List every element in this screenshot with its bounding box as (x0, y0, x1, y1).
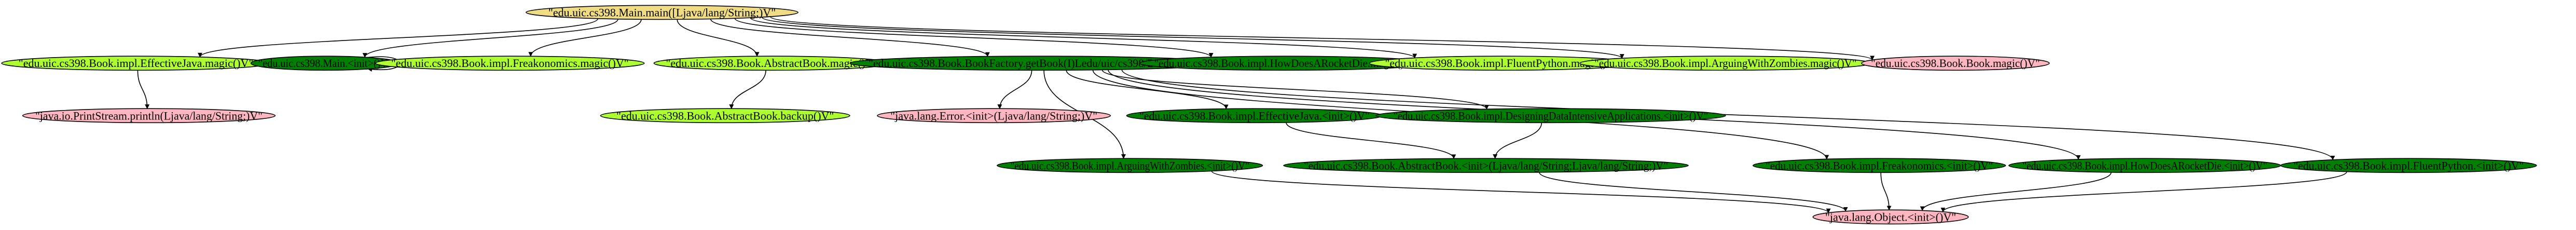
node-backup-shape (600, 108, 850, 124)
node-fluent_init-shape (2280, 158, 2537, 173)
node-zombies_init-shape (997, 158, 1263, 173)
edge-main-to-main_init (362, 19, 618, 58)
node-object_init: "java.lang.Object.<init>()V" (1812, 209, 1969, 225)
node-abstract_magic-label: "edu.uic.cs398.Book.AbstractBook.magic()… (666, 57, 878, 70)
edge-main-to-effjava_magic (198, 18, 599, 58)
node-effjava_magic-label: "edu.uic.cs398.Book.impl.EffectiveJava.m… (19, 57, 254, 70)
node-freako_magic: "edu.uic.cs398.Book.impl.Freakonomics.ma… (375, 56, 645, 71)
node-main_init: "edu.uic.cs398.Main.<init>()V" (250, 56, 401, 71)
edge-main-to-factory (710, 19, 990, 57)
edge-hdtd_init-to-object_init (1920, 172, 2112, 211)
node-abstract_magic: "edu.uic.cs398.Book.AbstractBook.magic()… (653, 56, 891, 71)
node-abstract_init: "edu.uic.cs398.Book.AbstractBook.<init>(… (1283, 158, 1689, 173)
node-freako_magic-label: "edu.uic.cs398.Book.impl.Freakonomics.ma… (391, 57, 629, 70)
node-hdtd_init-label: "edu.uic.cs398.Book.impl.HowDoesARocketD… (2022, 159, 2267, 172)
edge-freako_init-to-object_init (1880, 172, 1892, 211)
node-book_magic: "edu.uic.cs398.Book.Book.magic()V" (1861, 56, 2050, 71)
node-backup: "edu.uic.cs398.Book.AbstractBook.backup(… (600, 108, 850, 124)
edge-factory-to-effjava_init (1066, 70, 1229, 110)
node-object_init-shape (1812, 209, 1969, 225)
node-hdtd_init: "edu.uic.cs398.Book.impl.HowDoesARocketD… (2008, 158, 2281, 173)
edge-factory-to-error_init (997, 70, 1032, 110)
node-freako_init-shape (1753, 158, 2006, 173)
edge-zombies_init-to-object_init (1211, 170, 1831, 213)
node-zombies_init-label: "edu.uic.cs398.Book.impl.ArguingWithZomb… (1010, 159, 1249, 172)
nodes-layer: "edu.uic.cs398.Main.main([Ljava/lang/Str… (1, 5, 2537, 225)
edge-main-to-abstract_magic (677, 19, 760, 57)
node-book_magic-label: "edu.uic.cs398.Book.Book.magic()V" (1871, 57, 2040, 70)
edge-fluent_init-to-object_init (1940, 171, 2347, 212)
node-book_magic-shape (1861, 56, 2050, 71)
node-zombies_magic-label: "edu.uic.cs398.Book.impl.ArguingWithZomb… (1594, 57, 1856, 70)
node-main: "edu.uic.cs398.Main.main([Ljava/lang/Str… (526, 5, 798, 20)
edge-ddia_init-to-abstract_init (1493, 123, 1542, 159)
edge-main-to-fluent_magic (750, 17, 1417, 59)
node-zombies_magic: "edu.uic.cs398.Book.impl.ArguingWithZomb… (1579, 56, 1872, 71)
node-main-label: "edu.uic.cs398.Main.main([Ljava/lang/Str… (548, 6, 776, 19)
node-freako_init-label: "edu.uic.cs398.Book.impl.Freakonomics.<i… (1766, 159, 1993, 172)
node-backup-label: "edu.uic.cs398.Book.AbstractBook.backup(… (616, 109, 834, 122)
edge-factory-to-fluent_init (1121, 69, 2335, 160)
node-error_init-label: "java.lang.Error.<init>(Ljava/lang/Strin… (890, 109, 1097, 122)
node-effjava_init: "edu.uic.cs398.Book.impl.EffectiveJava.<… (1126, 108, 1383, 124)
edge-abstract_init-to-object_init (1539, 172, 1848, 212)
node-factory: "edu.uic.cs398.Book.BookFactory.getBook(… (849, 56, 1226, 71)
edge-main-to-freako_magic (528, 19, 642, 57)
node-freako_init: "edu.uic.cs398.Book.impl.Freakonomics.<i… (1753, 158, 2006, 173)
node-effjava_init-label: "edu.uic.cs398.Book.impl.EffectiveJava.<… (1139, 109, 1370, 122)
node-abstract_init-shape (1283, 158, 1689, 173)
edge-main-to-zombies_magic (761, 17, 1624, 59)
node-freako_magic-shape (375, 56, 645, 71)
node-main-shape (526, 5, 798, 20)
node-println: "java.io.PrintStream.println(Ljava/lang/… (22, 108, 276, 124)
edge-effjava_init-to-abstract_init (1286, 122, 1456, 159)
node-object_init-label: "java.lang.Object.<init>()V" (1825, 210, 1956, 223)
node-zombies_init: "edu.uic.cs398.Book.impl.ArguingWithZomb… (997, 158, 1263, 173)
node-ddia_init-label: "edu.uic.cs398.Book.impl.DesigningDataIn… (1394, 109, 1709, 122)
node-fluent_init-label: "edu.uic.cs398.Book.impl.FluentPython.<i… (2294, 159, 2524, 172)
node-ddia_init: "edu.uic.cs398.Book.impl.DesigningDataIn… (1375, 108, 1726, 124)
edge-effjava_magic-to-println (137, 70, 150, 110)
node-error_init: "java.lang.Error.<init>(Ljava/lang/Strin… (877, 108, 1111, 124)
edge-main-to-hdtd_magic (734, 18, 1214, 58)
edge-abstract_magic-to-backup (729, 70, 766, 110)
node-effjava_magic: "edu.uic.cs398.Book.impl.EffectiveJava.m… (1, 56, 271, 71)
node-main_init-label: "edu.uic.cs398.Main.<init>()V" (258, 57, 392, 70)
node-abstract_init-label: "edu.uic.cs398.Book.AbstractBook.<init>(… (1304, 159, 1668, 172)
node-error_init-shape (877, 108, 1111, 124)
edge-factory-to-ddia_init (1101, 70, 1489, 110)
edge-main-to-book_magic (769, 16, 1875, 61)
node-fluent_init: "edu.uic.cs398.Book.impl.FluentPython.<i… (2280, 158, 2537, 173)
node-ddia_init-shape (1375, 108, 1726, 124)
node-println-shape (22, 108, 276, 124)
node-println-label: "java.io.PrintStream.println(Ljava/lang/… (35, 109, 263, 122)
